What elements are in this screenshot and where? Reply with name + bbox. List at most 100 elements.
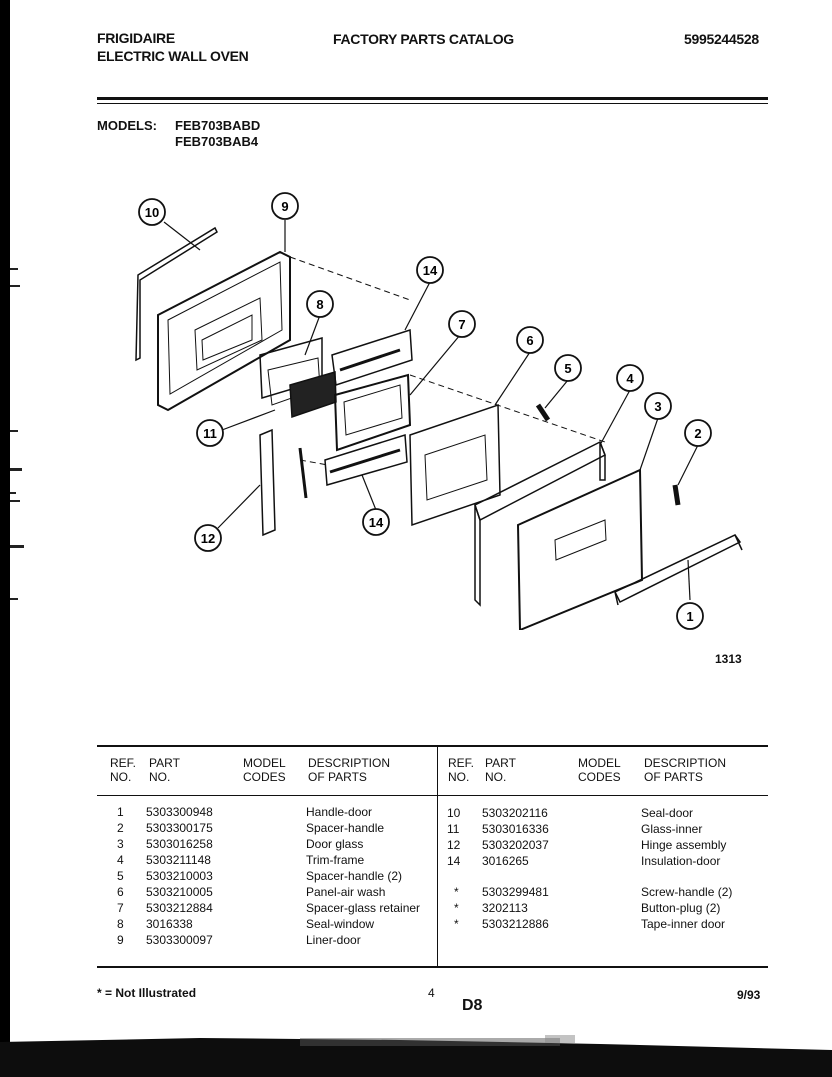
liner-door-drawing (157, 250, 291, 412)
part-description: Insulation-door (641, 854, 721, 868)
callout-9: 9 (271, 192, 299, 220)
part-description: Spacer-handle (2) (306, 869, 403, 883)
part-no: 3016265 (482, 854, 529, 868)
callout-5: 5 (554, 354, 582, 382)
hinge-drawing (259, 428, 276, 537)
callout-11: 11 (196, 419, 224, 447)
catalog-title: FACTORY PARTS CATALOG (333, 31, 514, 47)
page-number: 4 (428, 986, 435, 1000)
table-top-rule (97, 745, 768, 747)
part-description: Trim-frame (306, 853, 365, 867)
ref-no: 1 (117, 805, 124, 819)
ref-no: 7 (117, 901, 124, 915)
part-no: 3016338 (146, 917, 193, 931)
svg-text:9: 9 (281, 199, 288, 214)
part-no: 5303300097 (146, 933, 213, 947)
ref-no: 10 (447, 806, 461, 820)
header-description: DESCRIPTION OF PARTS (644, 756, 727, 784)
part-description: Button-plug (2) (641, 901, 721, 915)
svg-text:2: 2 (694, 426, 701, 441)
svg-text:10: 10 (145, 205, 159, 220)
part-description: Seal-door (641, 806, 694, 820)
part-description: Panel-air wash (306, 885, 386, 899)
table-bottom-rule (97, 966, 768, 968)
header-description: DESCRIPTION OF PARTS (308, 756, 391, 784)
ref-no: 14 (447, 854, 461, 868)
model-number: FEB703BABD (175, 118, 261, 133)
part-description: Spacer-glass retainer (306, 901, 421, 915)
part-description: Screw-handle (2) (641, 885, 733, 899)
callout-6: 6 (516, 326, 544, 354)
ref-no: 3 (117, 837, 124, 851)
part-no: 5303300948 (146, 805, 213, 819)
seal-door-drawing (135, 226, 218, 362)
part-no: 5303016258 (146, 837, 213, 851)
part-no: 5303211148 (146, 853, 211, 867)
scan-edge-left (0, 0, 10, 1077)
catalog-number: 5995244528 (684, 31, 759, 47)
part-description: Glass-inner (641, 822, 703, 836)
header-ref-no: REF. NO. (110, 756, 137, 784)
header-ref-no: REF. NO. (448, 756, 475, 784)
svg-text:12: 12 (201, 531, 215, 546)
ref-no: * (454, 917, 459, 931)
header-rule-thin (97, 103, 768, 104)
svg-text:1: 1 (686, 609, 693, 624)
scan-edge-bottom (0, 1035, 832, 1077)
header-rule (97, 97, 768, 100)
svg-text:7: 7 (458, 317, 465, 332)
svg-text:8: 8 (316, 297, 323, 312)
table-divider (437, 745, 438, 967)
ref-no: * (454, 885, 459, 899)
exploded-parts-diagram: 10 9 8 14 7 6 5 4 3 2 11 12 14 1 (135, 192, 743, 630)
revision-date: 9/93 (737, 988, 761, 1002)
svg-text:5: 5 (564, 361, 571, 376)
part-description: Seal-window (306, 917, 375, 931)
ref-no: * (454, 901, 459, 915)
scan-marks-left (10, 268, 24, 600)
part-description: Handle-door (306, 805, 373, 819)
trim-frame-drawing (474, 440, 606, 522)
table-header-rule (97, 795, 768, 796)
part-description: Liner-door (306, 933, 361, 947)
brand-name: FRIGIDAIRE (97, 30, 175, 46)
header-model-codes: MODEL CODES (243, 756, 286, 784)
ref-no: 4 (117, 853, 124, 867)
header-model-codes: MODEL CODES (578, 756, 621, 784)
ref-no: 9 (117, 933, 124, 947)
footnote-not-illustrated: * = Not Illustrated (97, 986, 197, 1000)
part-no: 5303212886 (482, 917, 549, 931)
ref-no: 8 (117, 917, 124, 931)
part-no: 5303202037 (482, 838, 549, 852)
svg-text:14: 14 (369, 515, 384, 530)
part-no: 5303210005 (146, 885, 213, 899)
callout-8: 8 (306, 290, 334, 318)
ref-no: 6 (117, 885, 124, 899)
part-no: 3202113 (482, 901, 528, 915)
svg-text:6: 6 (526, 333, 533, 348)
part-no: 5303016336 (482, 822, 549, 836)
callout-14: 14 (362, 508, 390, 536)
part-no: 5303210003 (146, 869, 213, 883)
ref-no: 12 (447, 838, 461, 852)
product-name: ELECTRIC WALL OVEN (97, 48, 249, 64)
model-number: FEB703BAB4 (175, 134, 259, 149)
models-label: MODELS: (97, 118, 157, 133)
callout-14: 14 (416, 256, 444, 284)
callout-3: 3 (644, 392, 672, 420)
handle-door-drawing (613, 534, 742, 604)
part-description: Hinge assembly (641, 838, 727, 852)
callout-12: 12 (194, 524, 222, 552)
insulation-lower-drawing (324, 434, 408, 486)
parts-table: REF. NO. PART NO. MODEL CODES DESCRIPTIO… (97, 745, 768, 970)
part-description: Tape-inner door (641, 917, 726, 931)
part-no: 5303299481 (482, 885, 549, 899)
part-no: 5303212884 (146, 901, 213, 915)
svg-text:14: 14 (423, 263, 438, 278)
drawing-number: 1313 (715, 652, 742, 666)
ref-no: 11 (447, 822, 460, 836)
panel-air-wash-drawing (409, 403, 501, 527)
part-no: 5303202116 (482, 806, 548, 820)
callout-2: 2 (684, 419, 712, 447)
part-description: Spacer-handle (306, 821, 385, 835)
